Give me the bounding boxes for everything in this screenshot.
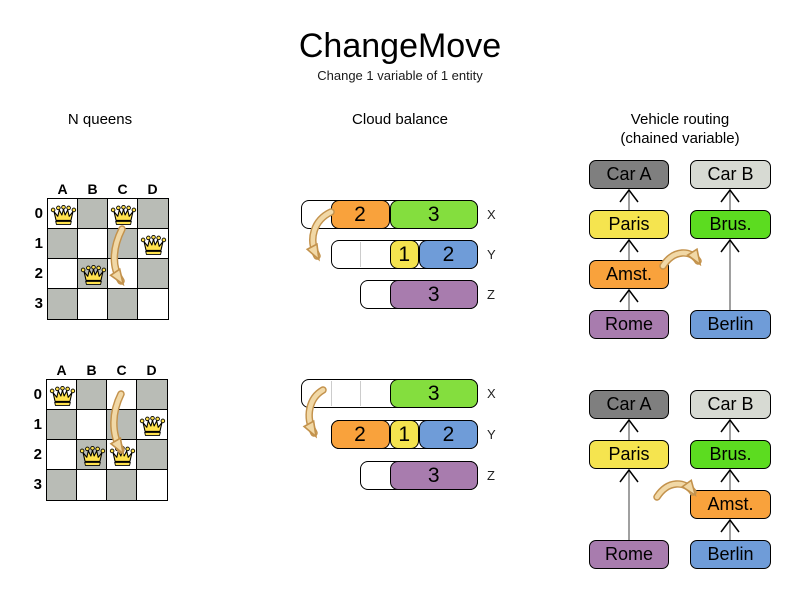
vr-node-amsterdam: Amst. bbox=[690, 490, 771, 519]
queen-piece bbox=[140, 233, 167, 257]
section-label-nqueens: N queens bbox=[67, 111, 133, 128]
cloud-process-block: 3 bbox=[389, 200, 478, 229]
unit-divider bbox=[360, 381, 361, 406]
board-cell bbox=[77, 380, 107, 410]
vr-node-rome: Rome bbox=[589, 540, 669, 569]
board-row-header: 2 bbox=[34, 265, 43, 282]
section-label-vehicle: Vehicle routing (chained variable) bbox=[560, 110, 800, 148]
queen-piece bbox=[50, 203, 77, 227]
cloud-process-block: 2 bbox=[419, 240, 478, 269]
board-col-header: B bbox=[87, 181, 99, 197]
chessboard-before bbox=[47, 198, 169, 320]
board-col-header: B bbox=[86, 362, 98, 378]
cloud-process-block: 1 bbox=[389, 240, 419, 269]
page-subtitle: Change 1 variable of 1 entity bbox=[317, 68, 483, 83]
board-cell bbox=[47, 470, 77, 500]
vr-node-brussels: Brus. bbox=[690, 440, 771, 469]
queen-piece bbox=[139, 414, 166, 438]
board-col-header: C bbox=[116, 362, 128, 378]
queen-piece bbox=[109, 444, 136, 468]
cloud-computer-label: Z bbox=[487, 287, 495, 302]
board-cell bbox=[77, 470, 107, 500]
vr-node-berlin: Berlin bbox=[690, 540, 771, 569]
cloud-process-block: 3 bbox=[389, 280, 478, 309]
unit-divider bbox=[360, 242, 361, 267]
board-cell bbox=[137, 470, 167, 500]
queen-piece bbox=[80, 263, 107, 287]
board-row-header: 1 bbox=[33, 416, 42, 433]
board-row-header: 0 bbox=[34, 205, 43, 222]
board-cell bbox=[137, 440, 167, 470]
chain-arrowheads bbox=[619, 188, 740, 533]
cloud-computer-label: X bbox=[487, 207, 496, 222]
board-col-header: D bbox=[146, 362, 158, 378]
board-cell bbox=[137, 380, 167, 410]
vr-node-berlin: Berlin bbox=[690, 310, 771, 339]
vr-node-paris: Paris bbox=[589, 210, 669, 239]
vr-node-car-a: Car A bbox=[589, 160, 669, 189]
vr-node-car-b: Car B bbox=[690, 160, 771, 189]
cloud-process-block: 3 bbox=[389, 379, 478, 408]
board-cell bbox=[78, 289, 108, 319]
board-cell bbox=[107, 410, 137, 440]
board-cell bbox=[48, 259, 78, 289]
page-title: ChangeMove bbox=[298, 27, 502, 65]
board-cell bbox=[47, 380, 77, 410]
cloud-computer-label: Y bbox=[487, 427, 496, 442]
queen-piece bbox=[49, 384, 76, 408]
board-cell bbox=[107, 470, 137, 500]
unit-divider bbox=[330, 381, 332, 406]
section-label-cloud: Cloud balance bbox=[352, 111, 448, 128]
cloud-process-block: 1 bbox=[389, 420, 419, 449]
cloud-process-block: 2 bbox=[330, 420, 390, 449]
board-col-header: D bbox=[147, 181, 159, 197]
board-col-header: C bbox=[117, 181, 129, 197]
board-cell bbox=[47, 410, 77, 440]
board-cell bbox=[108, 259, 138, 289]
vr-node-car-a: Car A bbox=[589, 390, 669, 419]
vr-node-amsterdam: Amst. bbox=[589, 260, 669, 289]
board-row-header: 0 bbox=[33, 386, 42, 403]
board-cell bbox=[138, 229, 168, 259]
board-row-header: 3 bbox=[33, 476, 42, 493]
queen-piece bbox=[79, 444, 106, 468]
board-cell bbox=[107, 440, 137, 470]
cloud-computer-label: X bbox=[487, 386, 496, 401]
board-cell bbox=[138, 259, 168, 289]
vr-node-car-b: Car B bbox=[690, 390, 771, 419]
cloud-computer-label: Y bbox=[487, 247, 496, 262]
board-cell bbox=[108, 229, 138, 259]
board-cell bbox=[138, 289, 168, 319]
board-cell bbox=[78, 199, 108, 229]
board-cell bbox=[107, 380, 137, 410]
vr-node-rome: Rome bbox=[589, 310, 669, 339]
cloud-process-block: 2 bbox=[419, 420, 478, 449]
board-row-header: 1 bbox=[34, 235, 43, 252]
vr-node-brussels: Brus. bbox=[690, 210, 771, 239]
board-cell bbox=[47, 440, 77, 470]
board-col-header: A bbox=[57, 181, 69, 197]
vr-node-paris: Paris bbox=[589, 440, 669, 469]
board-cell bbox=[48, 289, 78, 319]
board-cell bbox=[78, 229, 108, 259]
queen-piece bbox=[110, 203, 137, 227]
board-row-header: 2 bbox=[33, 446, 42, 463]
cloud-computer-label: Z bbox=[487, 468, 495, 483]
board-cell bbox=[48, 199, 78, 229]
move-arrow-vehicle-after bbox=[653, 484, 697, 501]
board-cell bbox=[48, 229, 78, 259]
cloud-process-block: 2 bbox=[330, 200, 390, 229]
board-cell bbox=[108, 289, 138, 319]
board-cell bbox=[137, 410, 167, 440]
cloud-process-block: 3 bbox=[389, 461, 478, 490]
vehicle-label: Vehicle routing bbox=[630, 111, 730, 128]
board-row-header: 3 bbox=[34, 295, 43, 312]
chain-links bbox=[628, 190, 731, 540]
board-cell bbox=[138, 199, 168, 229]
board-col-header: A bbox=[56, 362, 68, 378]
vehicle-sublabel: (chained variable) bbox=[620, 130, 740, 147]
board-cell bbox=[77, 410, 107, 440]
